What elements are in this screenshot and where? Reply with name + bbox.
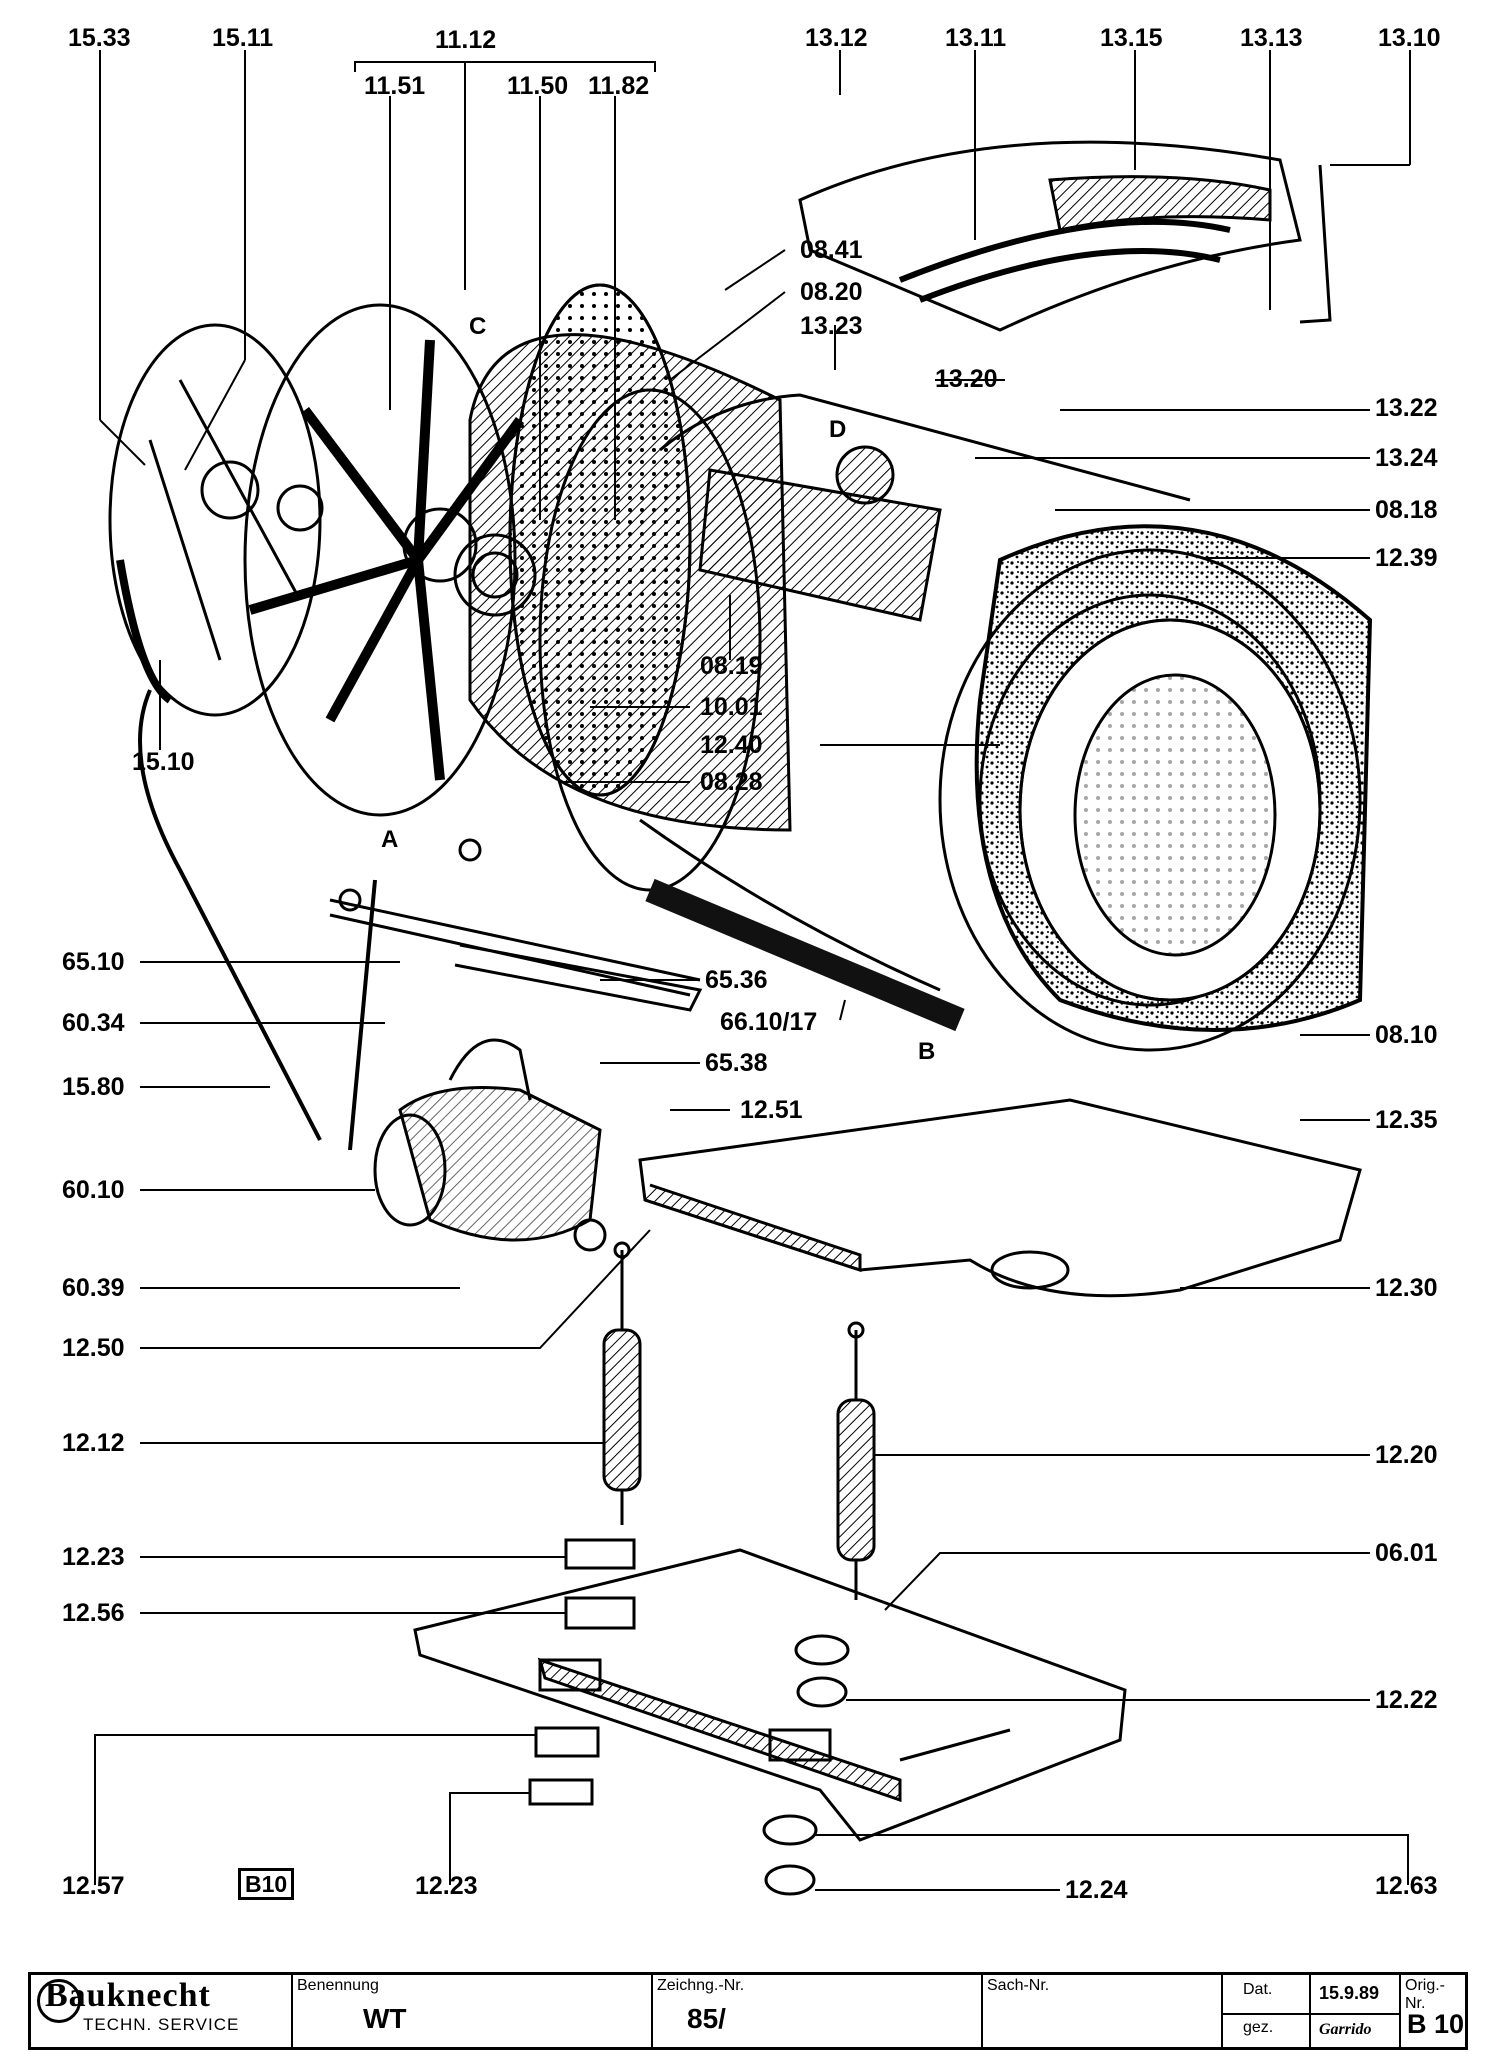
callout-60-10: 60.10 [62,1176,125,1204]
callout-13-23: 13.23 [800,312,863,340]
callout-12-39: 12.39 [1375,544,1438,572]
callout-12-56: 12.56 [62,1599,125,1627]
gez-signature: Garrido [1319,2021,1372,2038]
callout-12-20: 12.20 [1375,1441,1438,1469]
ref-letter-d: D [829,416,847,443]
callout-13-22: 13.22 [1375,394,1438,422]
inner-drum [468,283,792,832]
gez-caption: gez. [1243,2019,1274,2036]
callout-12-23-bottom: 12.23 [415,1872,478,1900]
sheet-tag: B10 [238,1868,295,1900]
callout-12-24: 12.24 [1065,1876,1128,1904]
callout-08-19: 08.19 [700,652,763,680]
callout-11-82: 11.82 [588,72,650,100]
title-block: Bauknecht TECHN. SERVICE Benennung WT Ze… [28,1972,1468,2050]
callout-08-20: 08.20 [800,278,863,306]
callout-65-36: 65.36 [705,966,768,994]
callout-15-33: 15.33 [68,24,131,52]
callout-08-18: 08.18 [1375,496,1438,524]
callout-08-41: 08.41 [800,236,863,264]
callout-15-80: 15.80 [62,1073,125,1101]
benennung-value: WT [363,2003,407,2034]
callout-60-34: 60.34 [62,1009,125,1037]
callout-12-30: 12.30 [1375,1274,1438,1302]
callout-66-10-17: 66.10/17 [720,1008,818,1036]
base-frame [638,1098,1362,1298]
shock-absorber-left [602,1241,642,1525]
brand-name: Bauknecht [45,1977,211,2014]
exploded-view-drawing [94,50,1411,1896]
dat-gez-caption-cell: Dat. gez. [1223,1975,1311,2047]
dat-gez-value-cell: 15.9.89 Garrido [1311,1975,1401,2047]
callout-12-23-top: 12.23 [62,1543,125,1571]
callout-13-24: 13.24 [1375,444,1438,472]
callout-12-22: 12.22 [1375,1686,1438,1714]
callout-12-50: 12.50 [62,1334,125,1362]
callout-10-01: 10.01 [700,693,763,721]
front-tub-ring [938,524,1373,1052]
zeichnung-value: 85/ [687,2003,726,2034]
ref-letter-c: C [469,313,487,340]
brand-logo-oval [37,1979,81,2023]
rubber-feet [528,1634,850,1896]
callout-08-28: 08.28 [700,768,763,796]
callout-11-50: 11.50 [507,72,569,100]
drive-belt [138,689,322,1141]
brand-cell: Bauknecht TECHN. SERVICE [31,1975,293,2047]
callout-65-10: 65.10 [62,948,125,976]
callout-11-12: 11.12 [435,26,497,54]
callout-15-10: 15.10 [132,748,195,776]
callout-15-11: 15.11 [212,24,274,52]
benennung-cell: Benennung WT [293,1975,653,2047]
callout-12-35: 12.35 [1375,1106,1438,1134]
dat-value: 15.9.89 [1319,1983,1380,2003]
dat-caption: Dat. [1243,1981,1273,1998]
drive-motor [373,1038,607,1252]
callout-11-51: 11.51 [364,72,426,100]
callout-08-10: 08.10 [1375,1021,1438,1049]
heating-element [329,838,703,1012]
orig-cell: Orig.-Nr. B 10 [1401,1975,1465,2047]
brand-subtitle: TECHN. SERVICE [83,2015,240,2034]
callout-65-38: 65.38 [705,1049,768,1077]
shock-absorber-right [836,1321,876,1600]
callout-12-51: 12.51 [740,1096,803,1124]
callout-13-12: 13.12 [805,24,868,52]
orig-caption: Orig.-Nr. [1405,1977,1445,2012]
outer-tub [538,388,1191,1032]
bottom-frame [413,1538,1127,1842]
rear-tub-wall [108,303,517,817]
callout-13-20: 13.20 [935,365,998,393]
leader-lines [94,50,1411,1891]
drive-belt-lower [348,879,377,1151]
callout-13-11: 13.11 [945,24,1007,52]
zeichnung-caption: Zeichng.-Nr. [657,1977,745,1994]
callout-60-39: 60.39 [62,1274,125,1302]
sach-caption: Sach-Nr. [987,1977,1050,1994]
callout-12-63: 12.63 [1375,1872,1438,1900]
callout-12-57: 12.57 [62,1872,125,1900]
zeichnung-cell: Zeichng.-Nr. 85/ [653,1975,983,2047]
benennung-caption: Benennung [297,1977,379,1994]
callout-12-40: 12.40 [700,731,763,759]
top-cover-heater [798,140,1332,332]
ref-letter-b: B [918,1038,936,1065]
callout-13-15: 13.15 [1100,24,1163,52]
sach-cell: Sach-Nr. [983,1975,1223,2047]
callout-13-10: 13.10 [1378,24,1441,52]
ref-letter-a: A [381,826,399,853]
callout-12-12: 12.12 [62,1429,125,1457]
callout-13-13: 13.13 [1240,24,1303,52]
callout-06-01: 06.01 [1375,1539,1438,1567]
orig-value: B 10 [1407,2009,1465,2039]
